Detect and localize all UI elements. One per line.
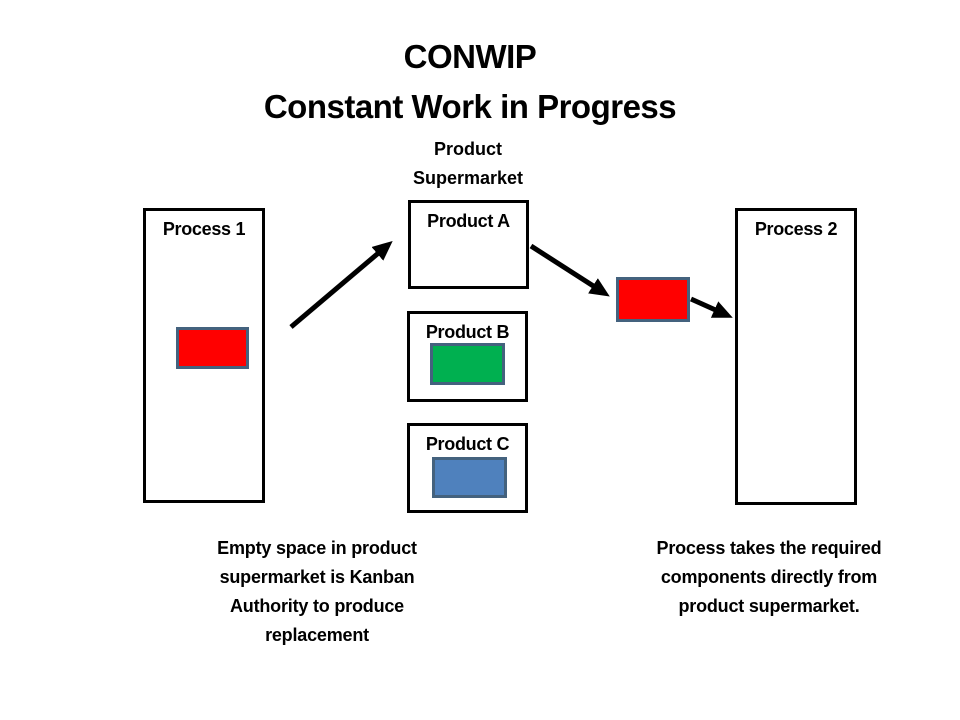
arrow-process1-to-supermarket	[289, 240, 393, 329]
product-b-label: Product B	[425, 322, 510, 342]
note-process-takes-components: Process takes the required components di…	[609, 534, 929, 621]
title-line-2: Constant Work in Progress	[263, 88, 677, 125]
process1-kanban-token	[176, 327, 249, 369]
product-c-label: Product C	[425, 434, 510, 454]
transfer-kanban-token	[616, 277, 690, 322]
product-a-box: Product A	[408, 200, 529, 289]
supermarket-label-line-1: Product	[433, 139, 502, 159]
process1-label: Process 1	[162, 219, 246, 239]
slide-title: CONWIP Constant Work in Progress	[0, 32, 940, 132]
note-kanban-authority: Empty space in product supermarket is Ka…	[152, 534, 482, 650]
note-left-line-2: supermarket is Kanban	[219, 567, 415, 587]
product-a-label: Product A	[427, 211, 510, 231]
process2-box: Process 2	[735, 208, 857, 505]
product-b-token	[430, 343, 505, 385]
note-right-line-3: product supermarket.	[678, 596, 860, 616]
product-c-token	[432, 457, 507, 498]
note-left-line-4: replacement	[265, 625, 369, 645]
process2-label: Process 2	[754, 219, 838, 239]
supermarket-label-line-2: Supermarket	[412, 168, 524, 188]
arrow-product-a-to-token	[529, 243, 610, 297]
title-line-1: CONWIP	[403, 38, 537, 75]
supermarket-label: Product Supermarket	[348, 135, 588, 193]
note-left-line-3: Authority to produce	[230, 596, 404, 616]
note-right-line-2: components directly from	[660, 567, 878, 587]
product-b-box: Product B	[407, 311, 528, 402]
note-left-line-1: Empty space in product	[217, 538, 417, 558]
arrow-token-to-process2	[689, 296, 733, 318]
note-right-line-1: Process takes the required	[656, 538, 882, 558]
